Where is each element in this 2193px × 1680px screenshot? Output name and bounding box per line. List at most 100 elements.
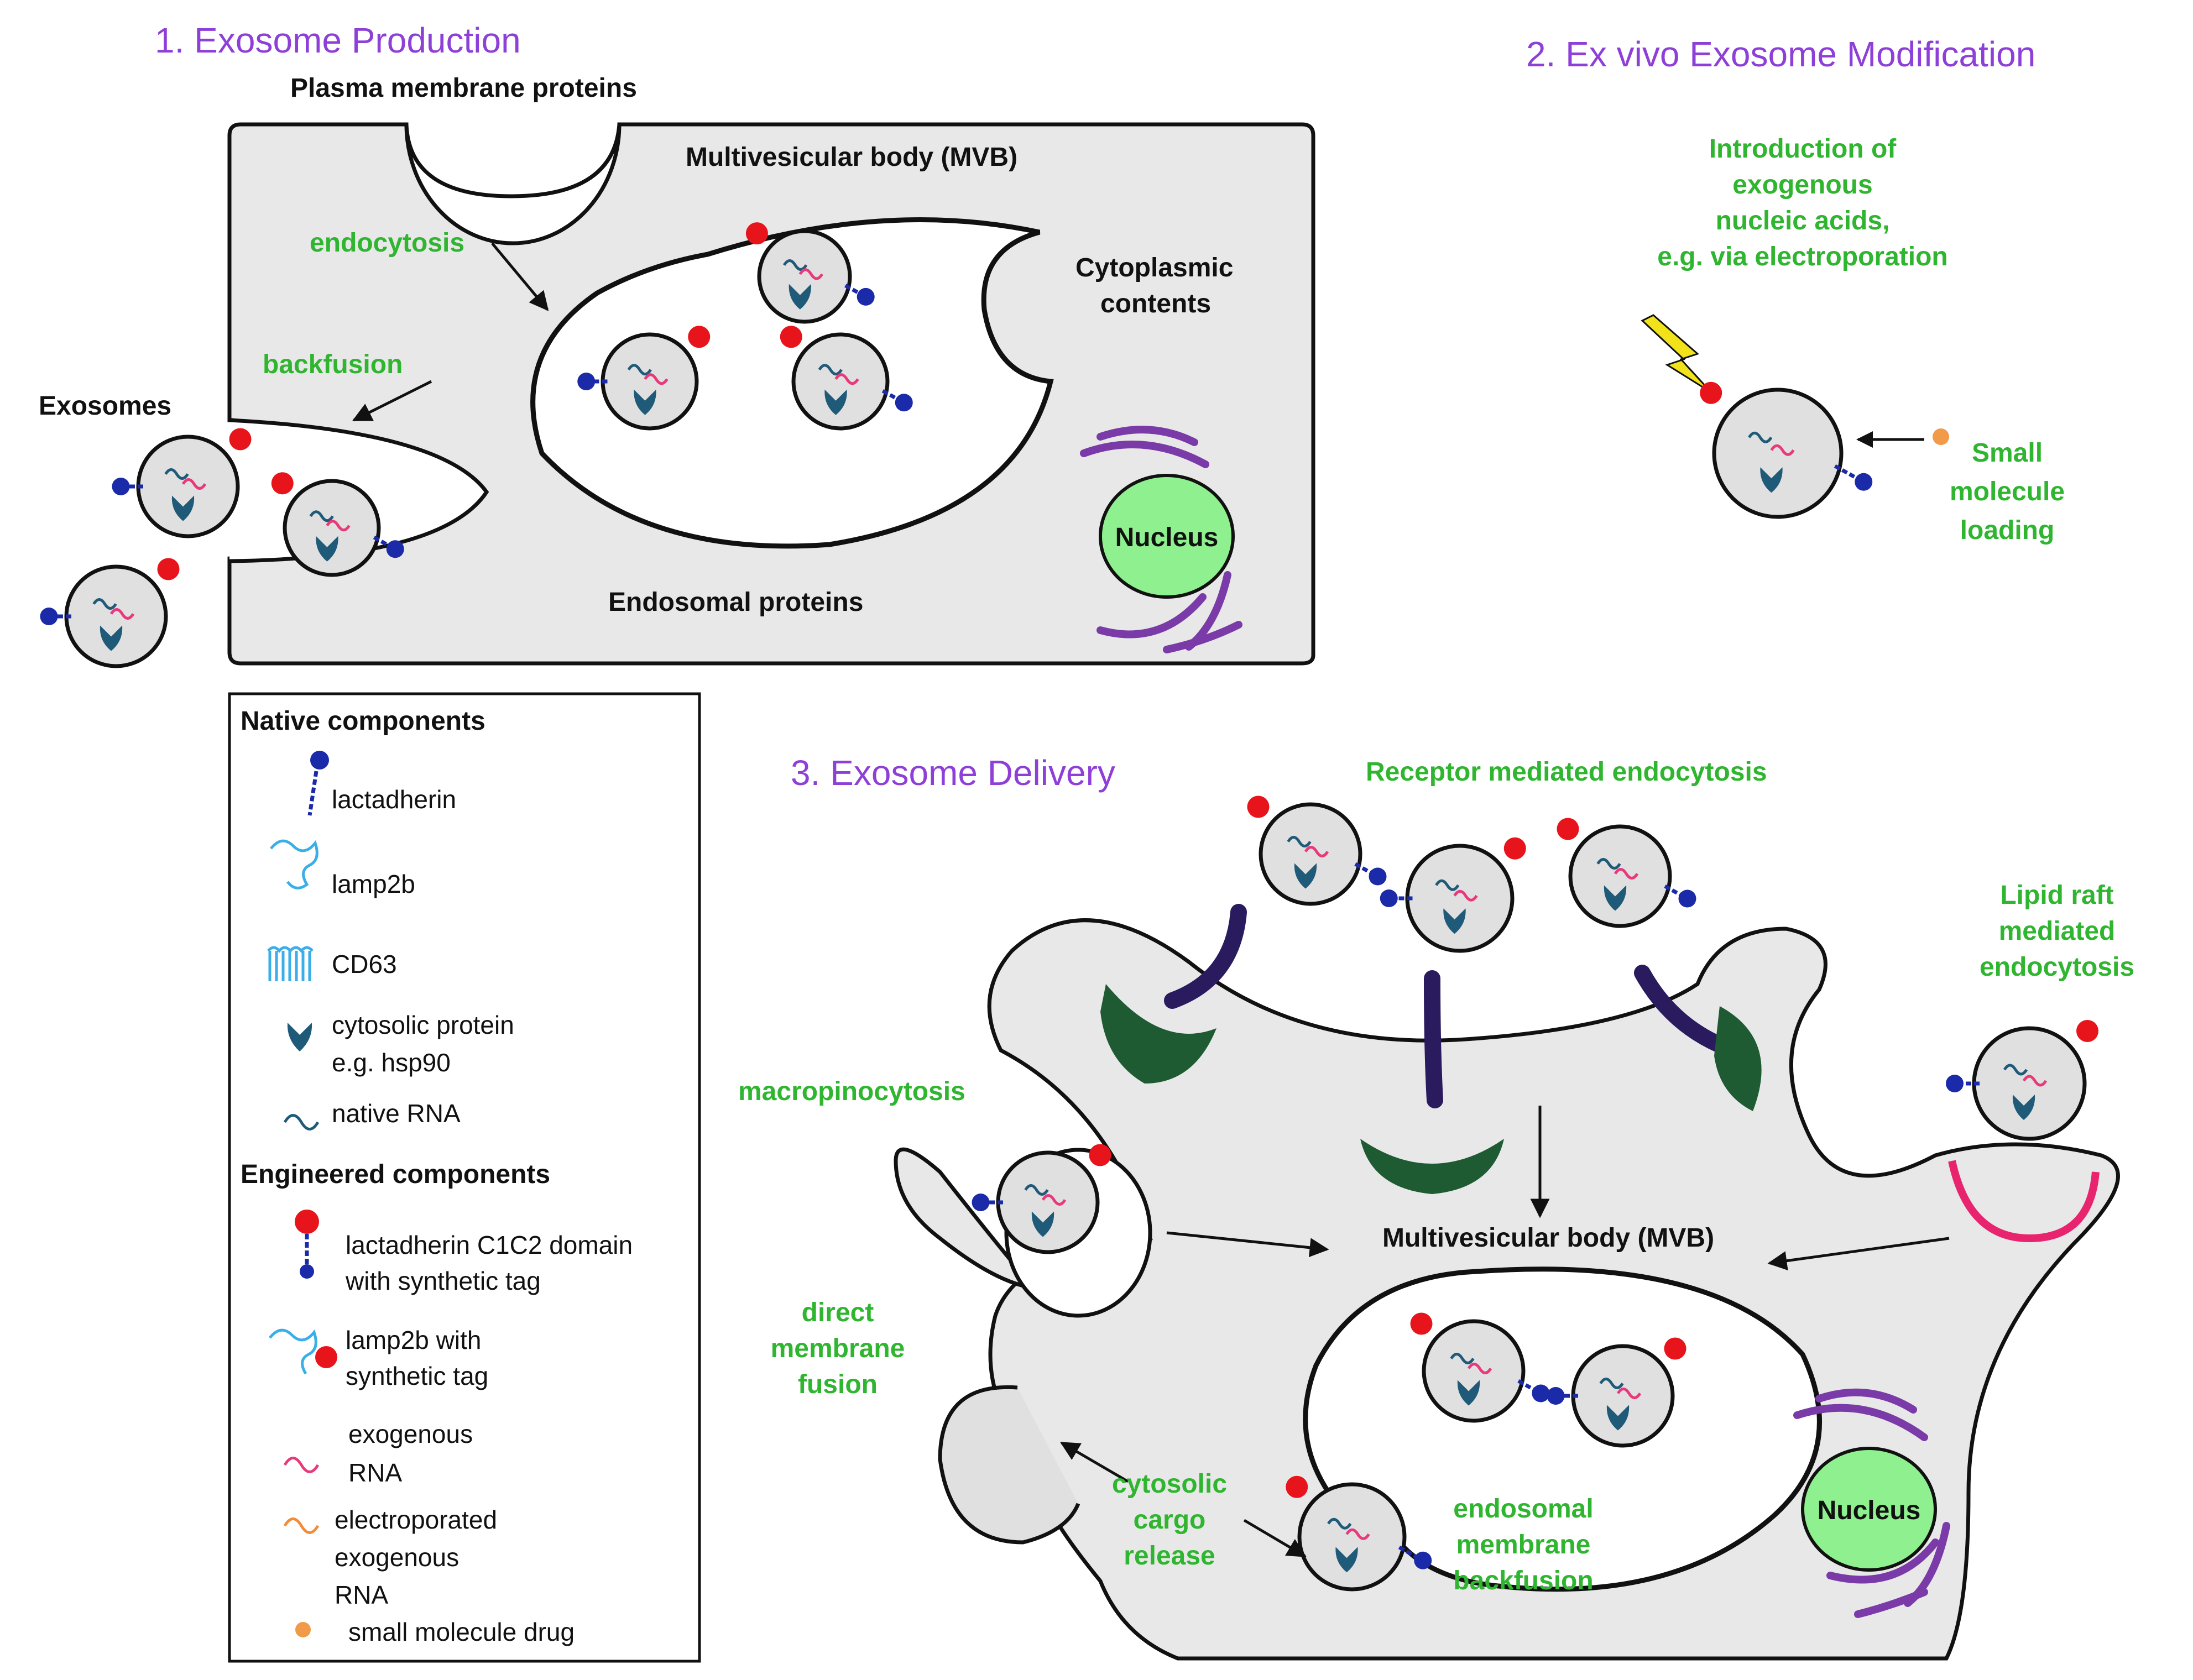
cytosolic-protein-icon: [2012, 1095, 2035, 1120]
lactadherin-head: [857, 287, 875, 306]
synthetic-tag-icon: [1247, 795, 1270, 818]
rna-icon: [109, 608, 135, 620]
rna-icon: [1435, 879, 1460, 891]
synthetic-tag-icon: [1089, 1144, 1111, 1166]
receptor-exosome: [1259, 802, 1362, 906]
lamp2b-tag-icon: [269, 1328, 337, 1375]
rna-icon: [644, 373, 669, 385]
rna-icon: [2022, 1075, 2048, 1087]
label-cytosolic-2: cargo: [1134, 1505, 1206, 1535]
fusion-vesicle: [938, 1385, 1080, 1545]
rna-icon: [164, 468, 189, 480]
lipid-raft: [1948, 1160, 2100, 1243]
synthetic-tag-icon: [1503, 837, 1526, 860]
label-lipid-raft-3: endocytosis: [1980, 952, 2134, 982]
released-exosome: [283, 479, 381, 577]
legend-small-drug: small molecule drug: [348, 1618, 575, 1646]
lamp2b-icon: [270, 839, 318, 889]
synthetic-tag-icon: [688, 326, 711, 348]
legend-hsp90: e.g. hsp90: [332, 1048, 451, 1077]
ilv: [601, 332, 699, 431]
lactadherin-head: [1532, 1384, 1550, 1402]
cytosolic-protein-icon: [287, 1023, 312, 1051]
drug-icon: [295, 1622, 311, 1637]
label-intro-1: Introduction of: [1709, 134, 1897, 164]
legend-exo-rna-1: exogenous: [348, 1420, 473, 1448]
cytosolic-protein-icon: [1335, 1547, 1358, 1573]
rna-icon: [1770, 444, 1795, 456]
cytosolic-protein-icon: [1606, 1405, 1630, 1431]
rna-icon: [818, 364, 843, 376]
legend-lamp2b-tag-2: synthetic tag: [346, 1362, 488, 1390]
rna-icon: [782, 259, 808, 271]
label-mvb-delivery: Multivesicular body (MVB): [1382, 1223, 1714, 1253]
synthetic-tag-icon: [157, 558, 180, 580]
cytosolic-protein-icon: [1031, 1211, 1054, 1237]
label-endocytosis: endocytosis: [310, 228, 464, 258]
macro-exosome: [996, 1150, 1100, 1254]
rna-icon: [1616, 1388, 1642, 1399]
modified-exosome: [1712, 388, 1844, 519]
cytosolic-protein-icon: [100, 625, 123, 651]
endocytic-pit: [404, 124, 622, 198]
released-exosome: [136, 435, 240, 538]
lactadherin-head: [40, 608, 58, 625]
golgi-production: [1080, 426, 1242, 653]
label-macropinocytosis: macropinocytosis: [738, 1077, 965, 1106]
rna-icon: [1304, 846, 1329, 857]
cytosolic-protein-icon: [316, 536, 338, 562]
label-contents: contents: [1100, 289, 1211, 318]
synthetic-tag-icon: [1700, 381, 1722, 404]
label-endosomal-proteins: Endosomal proteins: [608, 588, 863, 617]
rna-icon: [1041, 1194, 1067, 1206]
rna-icon: [1453, 889, 1478, 902]
lactadherin-head: [577, 373, 596, 390]
rna-icon: [92, 598, 117, 610]
mvb-ilv: [1422, 1319, 1526, 1423]
rna-icon: [1599, 1378, 1624, 1389]
lactadherin-head: [1380, 889, 1398, 907]
label-intro-2: exogenous: [1732, 170, 1872, 200]
label-endosomal-3: backfusion: [1453, 1566, 1593, 1595]
section-title-delivery: 3. Exosome Delivery: [791, 753, 1115, 793]
legend-lamp2b: lamp2b: [332, 870, 415, 898]
rna-icon: [627, 364, 652, 376]
label-small: Small: [1972, 438, 2043, 468]
arrow-release-right: [1243, 1519, 1307, 1558]
rna-icon: [309, 510, 334, 522]
backfusion-vesicle: [1297, 1482, 1407, 1592]
label-cytosolic-3: release: [1124, 1541, 1215, 1571]
legend-native-header: Native components: [241, 706, 485, 736]
label-direct-1: direct: [802, 1298, 874, 1327]
synthetic-tag-icon: [745, 222, 768, 245]
lactadherin-icon: [307, 751, 329, 816]
legend-lactadherin: lactadherin: [332, 785, 456, 814]
legend-engineered-header: Engineered components: [241, 1160, 550, 1189]
lactadherin-head: [1547, 1387, 1565, 1405]
rna-icon: [1287, 836, 1312, 847]
label-plasma-membrane-proteins: Plasma membrane proteins: [290, 74, 637, 103]
lactadherin-head: [1369, 867, 1387, 886]
cytosolic-protein-icon: [1604, 885, 1627, 911]
rna-icon: [181, 478, 207, 490]
legend-native-rna: native RNA: [332, 1099, 461, 1128]
nucleus-delivery: [1801, 1447, 1937, 1572]
receptors: [1164, 904, 1728, 1108]
lactadherin-head: [1414, 1551, 1432, 1569]
synthetic-tag-icon: [780, 326, 802, 348]
ilv: [791, 332, 890, 431]
drug-dot: [1933, 428, 1949, 445]
lipid-raft-exosome: [1972, 1026, 2087, 1141]
label-lipid-raft-1: Lipid raft: [2000, 881, 2113, 910]
exosome-details: [40, 222, 2098, 1573]
legend-cytosolic-protein: cytosolic protein: [332, 1011, 514, 1039]
rna-icon: [1748, 431, 1773, 443]
cd63-icon: [267, 946, 314, 981]
cytosolic-protein-icon: [171, 495, 195, 521]
label-exosomes: Exosomes: [39, 391, 171, 421]
label-direct-2: membrane: [771, 1334, 905, 1363]
rna-icon: [834, 373, 859, 385]
label-direct-3: fusion: [798, 1370, 878, 1399]
lactadherin-head: [972, 1194, 990, 1211]
